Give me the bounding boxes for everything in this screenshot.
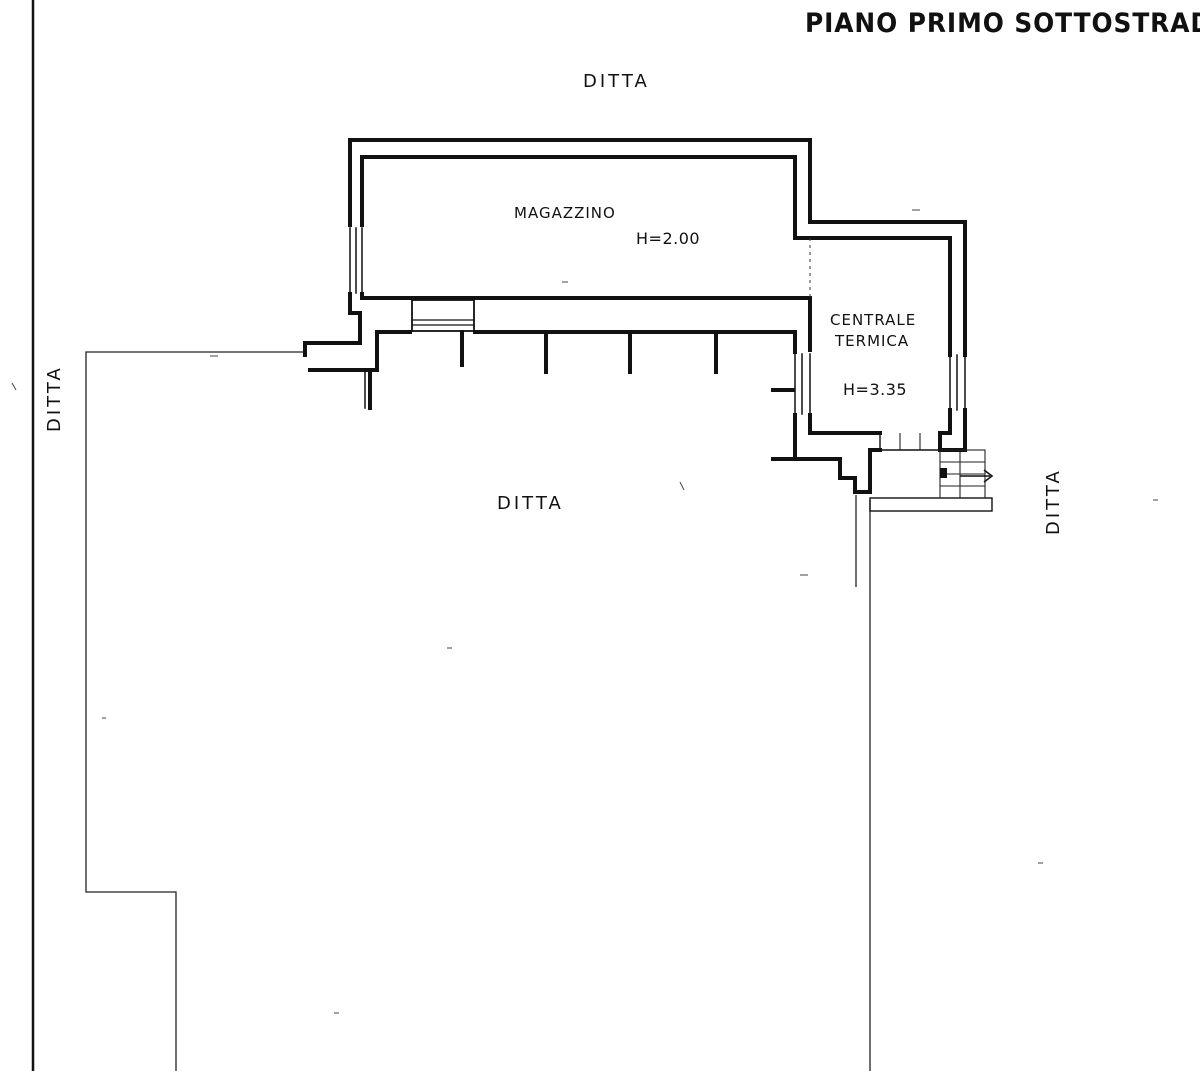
neighbor-label-top: DITTA [583,71,650,92]
room-height-centrale: H=3.35 [843,380,908,399]
room-name-centrale-line1: CENTRALE [830,311,917,329]
neighbor-label-right: DITTA [1043,468,1064,535]
exterior-stair [899,433,986,499]
adjacent-property-outline [85,351,305,1071]
scan-marks [11,209,1158,1014]
room-name-centrale-line2: TERMICA [835,332,910,350]
drawing-title: PIANO PRIMO SOTTOSTRADA [805,8,1200,39]
neighbor-label-center: DITTA [497,493,564,514]
neighbor-label-left: DITTA [44,365,65,432]
room-height-magazzino: H=2.00 [636,229,701,248]
entry-arrow-icon [940,468,994,483]
room-name-magazzino: MAGAZZINO [514,204,616,222]
building-walls [303,138,993,512]
